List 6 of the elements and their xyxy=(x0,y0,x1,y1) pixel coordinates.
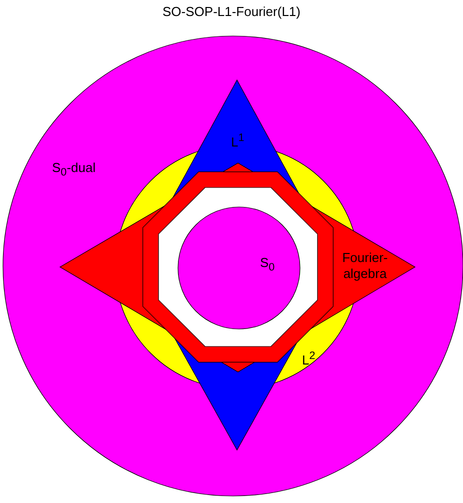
set-label: Fourier-algebra xyxy=(341,250,389,282)
set-label: S$_{0}$-dual xyxy=(52,160,96,180)
set-label: L$^{2}$ xyxy=(302,350,316,369)
set-label: L$^{1}$ xyxy=(231,132,244,151)
diagram-title: SO-SOP-L1-Fourier(L1) xyxy=(162,4,302,19)
set-label: S$_{0}$ xyxy=(260,255,275,276)
